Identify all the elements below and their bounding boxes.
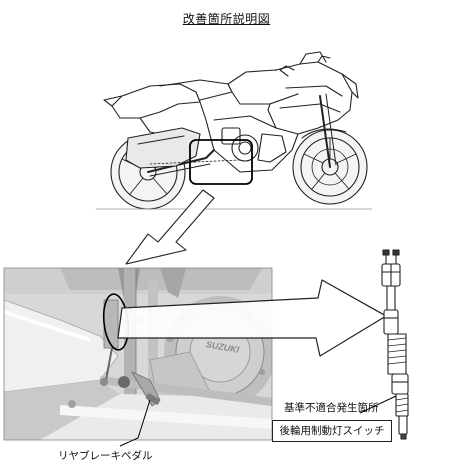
arrow-to-part — [117, 279, 387, 357]
motorcycle-illustration — [95, 51, 373, 210]
closeup-illustration: SUZUKI — [3, 267, 273, 441]
brake-light-switch-part — [381, 249, 409, 440]
label-rear-brake-pedal: リヤブレーキペダル — [58, 450, 153, 462]
callout-box — [189, 139, 253, 185]
brake-pedal-leader — [119, 399, 151, 447]
part-leader — [359, 395, 397, 414]
arrow-to-closeup — [125, 189, 215, 265]
diagram-title: 改善箇所説明図 — [182, 12, 271, 26]
label-brake-light-switch: 後輪用制動灯スイッチ — [272, 420, 392, 442]
label-nonconformity-site: 基準不適合発生箇所 — [284, 402, 379, 414]
